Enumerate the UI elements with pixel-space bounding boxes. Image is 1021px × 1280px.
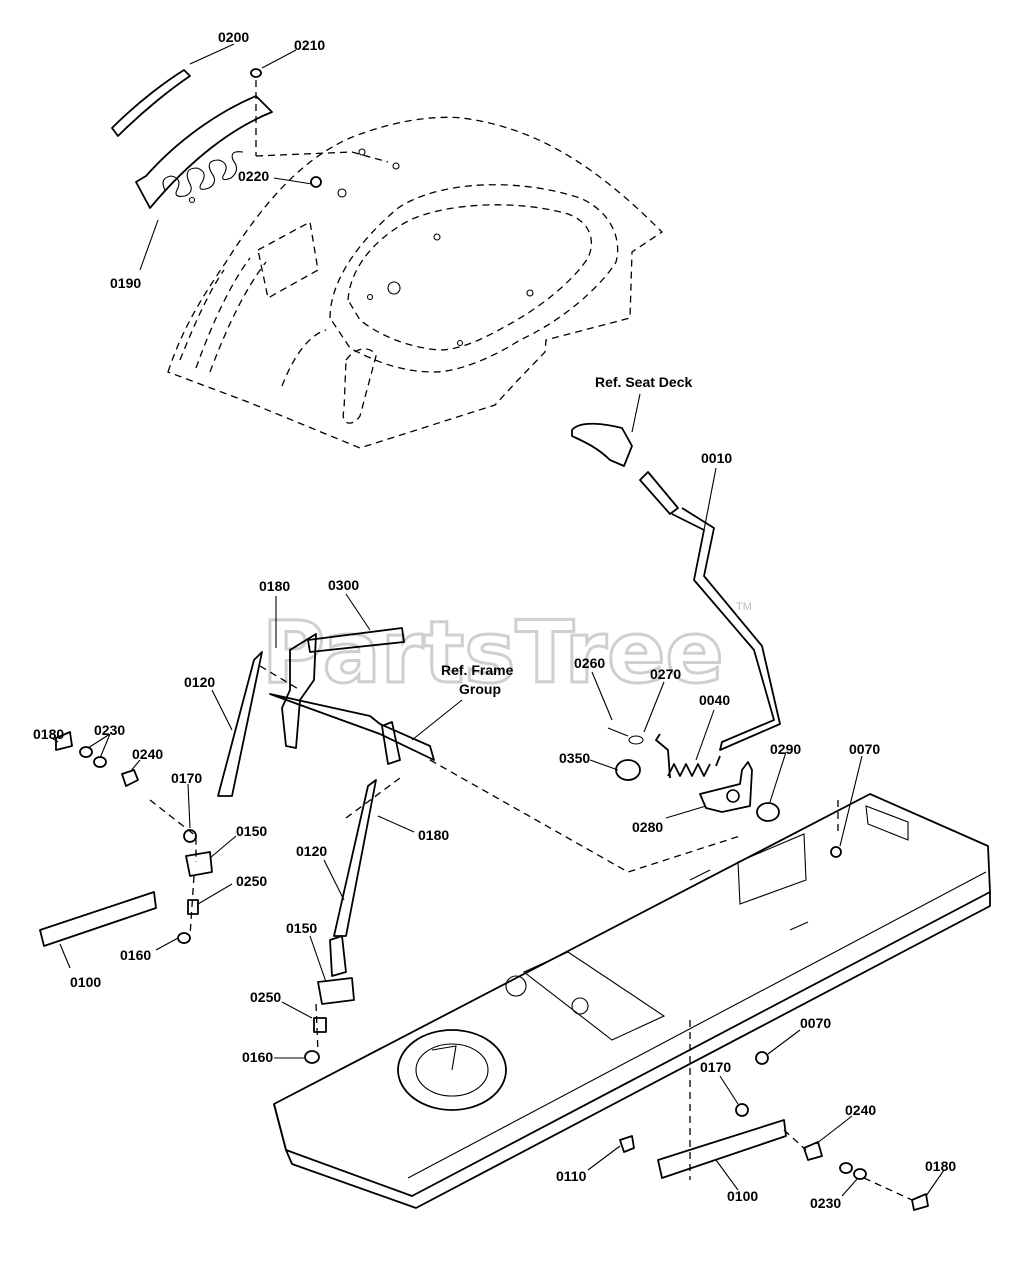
callout: 0150 bbox=[236, 823, 267, 839]
callout: 0120 bbox=[184, 674, 215, 690]
part-0190-plate bbox=[135, 95, 273, 209]
callout: 0270 bbox=[650, 666, 681, 682]
part-0170-nut-left bbox=[183, 829, 197, 843]
callout: 0010 bbox=[701, 450, 732, 466]
callout: 0100 bbox=[727, 1188, 758, 1204]
callout: 0170 bbox=[171, 770, 202, 786]
callout: 0260 bbox=[574, 655, 605, 671]
part-0250-spacer-left bbox=[187, 899, 199, 915]
part-0110-bolt bbox=[619, 1135, 635, 1153]
fender-assembly bbox=[167, 116, 664, 449]
callout: 0230 bbox=[94, 722, 125, 738]
part-0070-nut-right bbox=[755, 1051, 769, 1065]
callout: 0240 bbox=[845, 1102, 876, 1118]
seat-deck-ref bbox=[571, 422, 633, 467]
part-0230-washers-right bbox=[853, 1168, 867, 1180]
part-0150-block-left bbox=[185, 851, 213, 877]
callout: 0170 bbox=[700, 1059, 731, 1075]
part-0280-bracket bbox=[699, 761, 753, 813]
part-0290-washer bbox=[756, 802, 780, 822]
callout: 0210 bbox=[294, 37, 325, 53]
ref-frame-label-line2: Group bbox=[459, 681, 501, 697]
callout: 0120 bbox=[296, 843, 327, 859]
ref-seat-deck-label: Ref. Seat Deck bbox=[595, 374, 692, 390]
callout: 0300 bbox=[328, 577, 359, 593]
ref-frame-label-line1: Ref. Frame bbox=[441, 662, 514, 678]
callout: 0290 bbox=[770, 741, 801, 757]
watermark-trademark: TM bbox=[736, 601, 752, 613]
part-0100-bar-left bbox=[39, 891, 157, 947]
callout: 0160 bbox=[242, 1049, 273, 1065]
callout: 0180 bbox=[259, 578, 290, 594]
frame-group bbox=[273, 793, 991, 1209]
callout: 0250 bbox=[250, 989, 281, 1005]
callout: 0190 bbox=[110, 275, 141, 291]
part-0270-washer bbox=[628, 735, 644, 745]
callout: 0180 bbox=[925, 1158, 956, 1174]
callout: 0180 bbox=[33, 726, 64, 742]
part-0160-nut-front bbox=[304, 1050, 320, 1064]
callout: 0280 bbox=[632, 819, 663, 835]
callout: 0110 bbox=[556, 1168, 587, 1184]
callout: 0100 bbox=[70, 974, 101, 990]
callout: 0160 bbox=[120, 947, 151, 963]
part-0170-nut-right bbox=[735, 1103, 749, 1117]
callout: 0230 bbox=[810, 1195, 841, 1211]
callout: 0070 bbox=[849, 741, 880, 757]
callout: 0250 bbox=[236, 873, 267, 889]
part-0200-pad bbox=[111, 69, 191, 137]
part-0120-rod-front bbox=[333, 779, 377, 937]
parts-tree-watermark: PartsTree TM bbox=[261, 601, 752, 705]
part-0240-pin-left bbox=[121, 769, 139, 787]
callout: 0180 bbox=[418, 827, 449, 843]
callout: 0350 bbox=[559, 750, 590, 766]
part-0180-pin-right bbox=[911, 1193, 929, 1211]
part-0240-pin-right bbox=[803, 1141, 823, 1161]
callout: 0240 bbox=[132, 746, 163, 762]
lift-shaft-assembly bbox=[217, 627, 741, 873]
part-0250-spacer-front bbox=[313, 1017, 327, 1033]
part-0010-lift-handle bbox=[639, 471, 781, 751]
part-0040-spring bbox=[655, 733, 721, 779]
part-0260-bolt bbox=[607, 727, 629, 737]
callout: 0220 bbox=[238, 168, 269, 184]
callout: 0040 bbox=[699, 692, 730, 708]
part-0350-bushing bbox=[615, 759, 641, 781]
callout-labels: 0200 0210 0220 0190 0010 0180 0300 0120 … bbox=[33, 29, 956, 1211]
watermark-text: PartsTree bbox=[262, 603, 724, 703]
leader-lines bbox=[51, 43, 945, 1197]
part-0100-bar-right bbox=[657, 1119, 787, 1179]
part-0070-nut-rear bbox=[830, 846, 842, 858]
part-0230-washers-left bbox=[93, 756, 107, 768]
callout: 0150 bbox=[286, 920, 317, 936]
part-0160-nut-left bbox=[177, 932, 191, 944]
callout: 0070 bbox=[800, 1015, 831, 1031]
part-0180-pin-left bbox=[55, 731, 73, 751]
callout: 0200 bbox=[218, 29, 249, 45]
part-0210-rivet bbox=[250, 68, 262, 78]
part-0150-block-front bbox=[317, 977, 355, 1005]
part-0220-nut bbox=[310, 176, 347, 198]
